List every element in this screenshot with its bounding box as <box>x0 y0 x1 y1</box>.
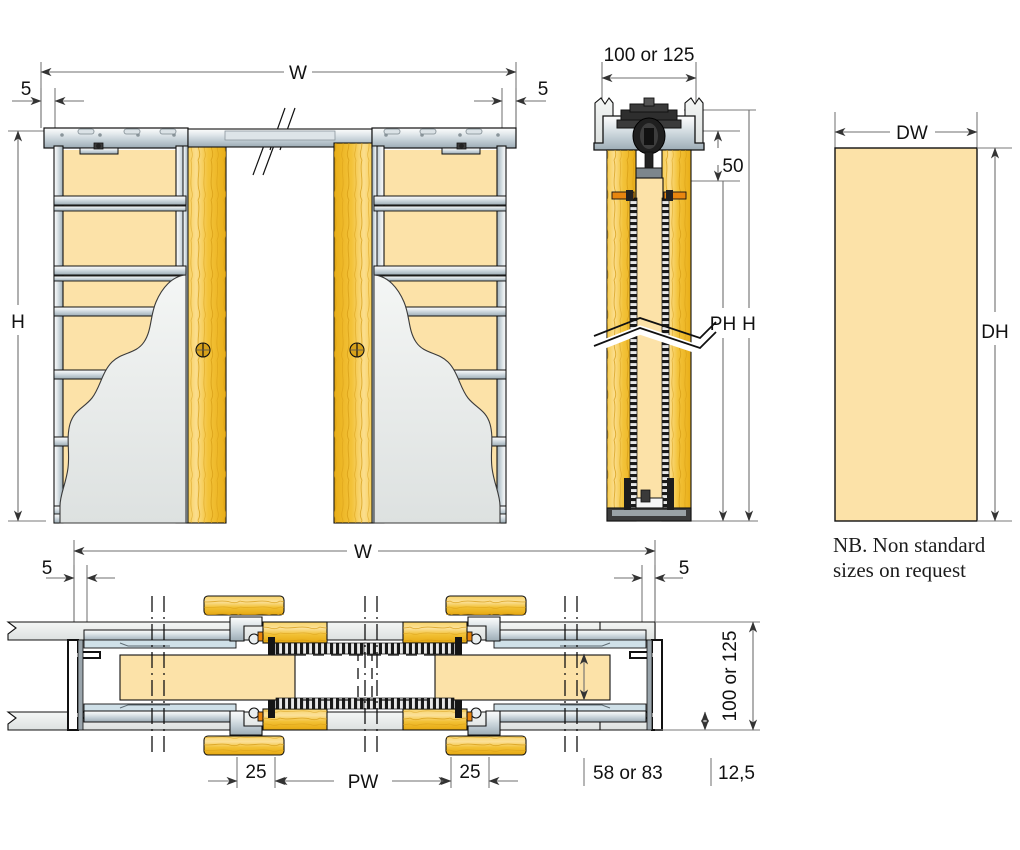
dim-label-board-thickness: 12,5 <box>718 763 755 784</box>
plan-section-view: W 5 5 <box>6 540 760 793</box>
dim-door-height: DH <box>977 147 1012 522</box>
plan-right-end-jamb <box>629 639 663 731</box>
dim-label-gap-left: 5 <box>21 79 32 100</box>
plan-right-closing-jamb <box>363 595 527 756</box>
dim-label-DH: DH <box>981 322 1008 343</box>
door-leaf-rectangle <box>834 147 978 522</box>
dim-elevation-gap-right: 5 <box>474 79 548 128</box>
dim-label-wall-thickness: 100 or 125 <box>604 45 695 66</box>
dim-plan-board-thickness: 12,5 <box>700 711 755 786</box>
note-line-1: NB. Non standard <box>833 533 986 557</box>
dim-label-W: W <box>289 63 307 84</box>
plan-hidden-door-outlines <box>295 654 435 701</box>
dim-section-passage-height: PH <box>710 181 736 522</box>
dim-plan-jamb-right: 25 <box>422 757 518 788</box>
dim-elevation-gap-left: 5 <box>12 79 84 128</box>
dim-label-PW: PW <box>348 772 379 793</box>
dim-elevation-height: H <box>8 130 46 522</box>
dim-section-wall-thickness: 100 or 125 <box>601 45 697 110</box>
dim-plan-cavity-depth: 58 or 83 <box>579 653 663 786</box>
note-line-2: sizes on request <box>833 558 966 582</box>
plan-left-end-jamb <box>67 639 101 731</box>
track-fixing-holes <box>60 128 177 137</box>
dim-door-width: DW <box>834 112 978 148</box>
front-elevation-view: W 5 5 H <box>8 62 548 524</box>
dim-label-plan-gap-right: 5 <box>679 558 690 579</box>
dim-label-plan-wall-thickness: 100 or 125 <box>720 631 741 722</box>
section-seal-clips <box>611 190 687 201</box>
dim-label-jamb-right: 25 <box>459 762 480 783</box>
dim-label-plan-W: W <box>354 542 372 563</box>
plan-left-pocket-cage <box>83 629 296 723</box>
dim-label-section-H: H <box>742 314 756 335</box>
hanger-bracket-left <box>79 142 119 155</box>
dim-label-gap-right: 5 <box>538 79 549 100</box>
dim-plan-jamb-left: 25 <box>208 757 304 788</box>
plan-centre-lines <box>151 596 578 756</box>
dim-elevation-width: W <box>40 62 517 128</box>
dim-label-PH: PH <box>710 314 736 335</box>
dim-label-50: 50 <box>722 156 743 177</box>
section-floor-guide <box>606 478 692 522</box>
plan-left-closing-jamb <box>203 595 367 756</box>
section-break-symbol <box>592 317 720 356</box>
dim-label-plan-gap-left: 5 <box>42 558 53 579</box>
dim-label-H: H <box>11 312 25 333</box>
section-head-assembly <box>593 97 705 179</box>
elevation-right-half <box>333 127 517 524</box>
elevation-left-half <box>43 127 227 524</box>
dim-plan-wall-thickness: 100 or 125 <box>655 621 760 731</box>
vertical-section-view: 100 or 125 50 PH H <box>592 45 758 522</box>
dim-label-DW: DW <box>896 123 928 144</box>
door-leaf-view: DW DH NB. Non standard sizes on request <box>833 112 1012 582</box>
dim-label-cavity-depth: 58 or 83 <box>593 763 663 784</box>
dim-plan-pocket-width: PW <box>276 772 450 793</box>
dim-label-jamb-left: 25 <box>245 762 266 783</box>
plan-right-pocket-cage <box>434 629 647 723</box>
plasterboard-cutaway-left <box>59 274 187 524</box>
